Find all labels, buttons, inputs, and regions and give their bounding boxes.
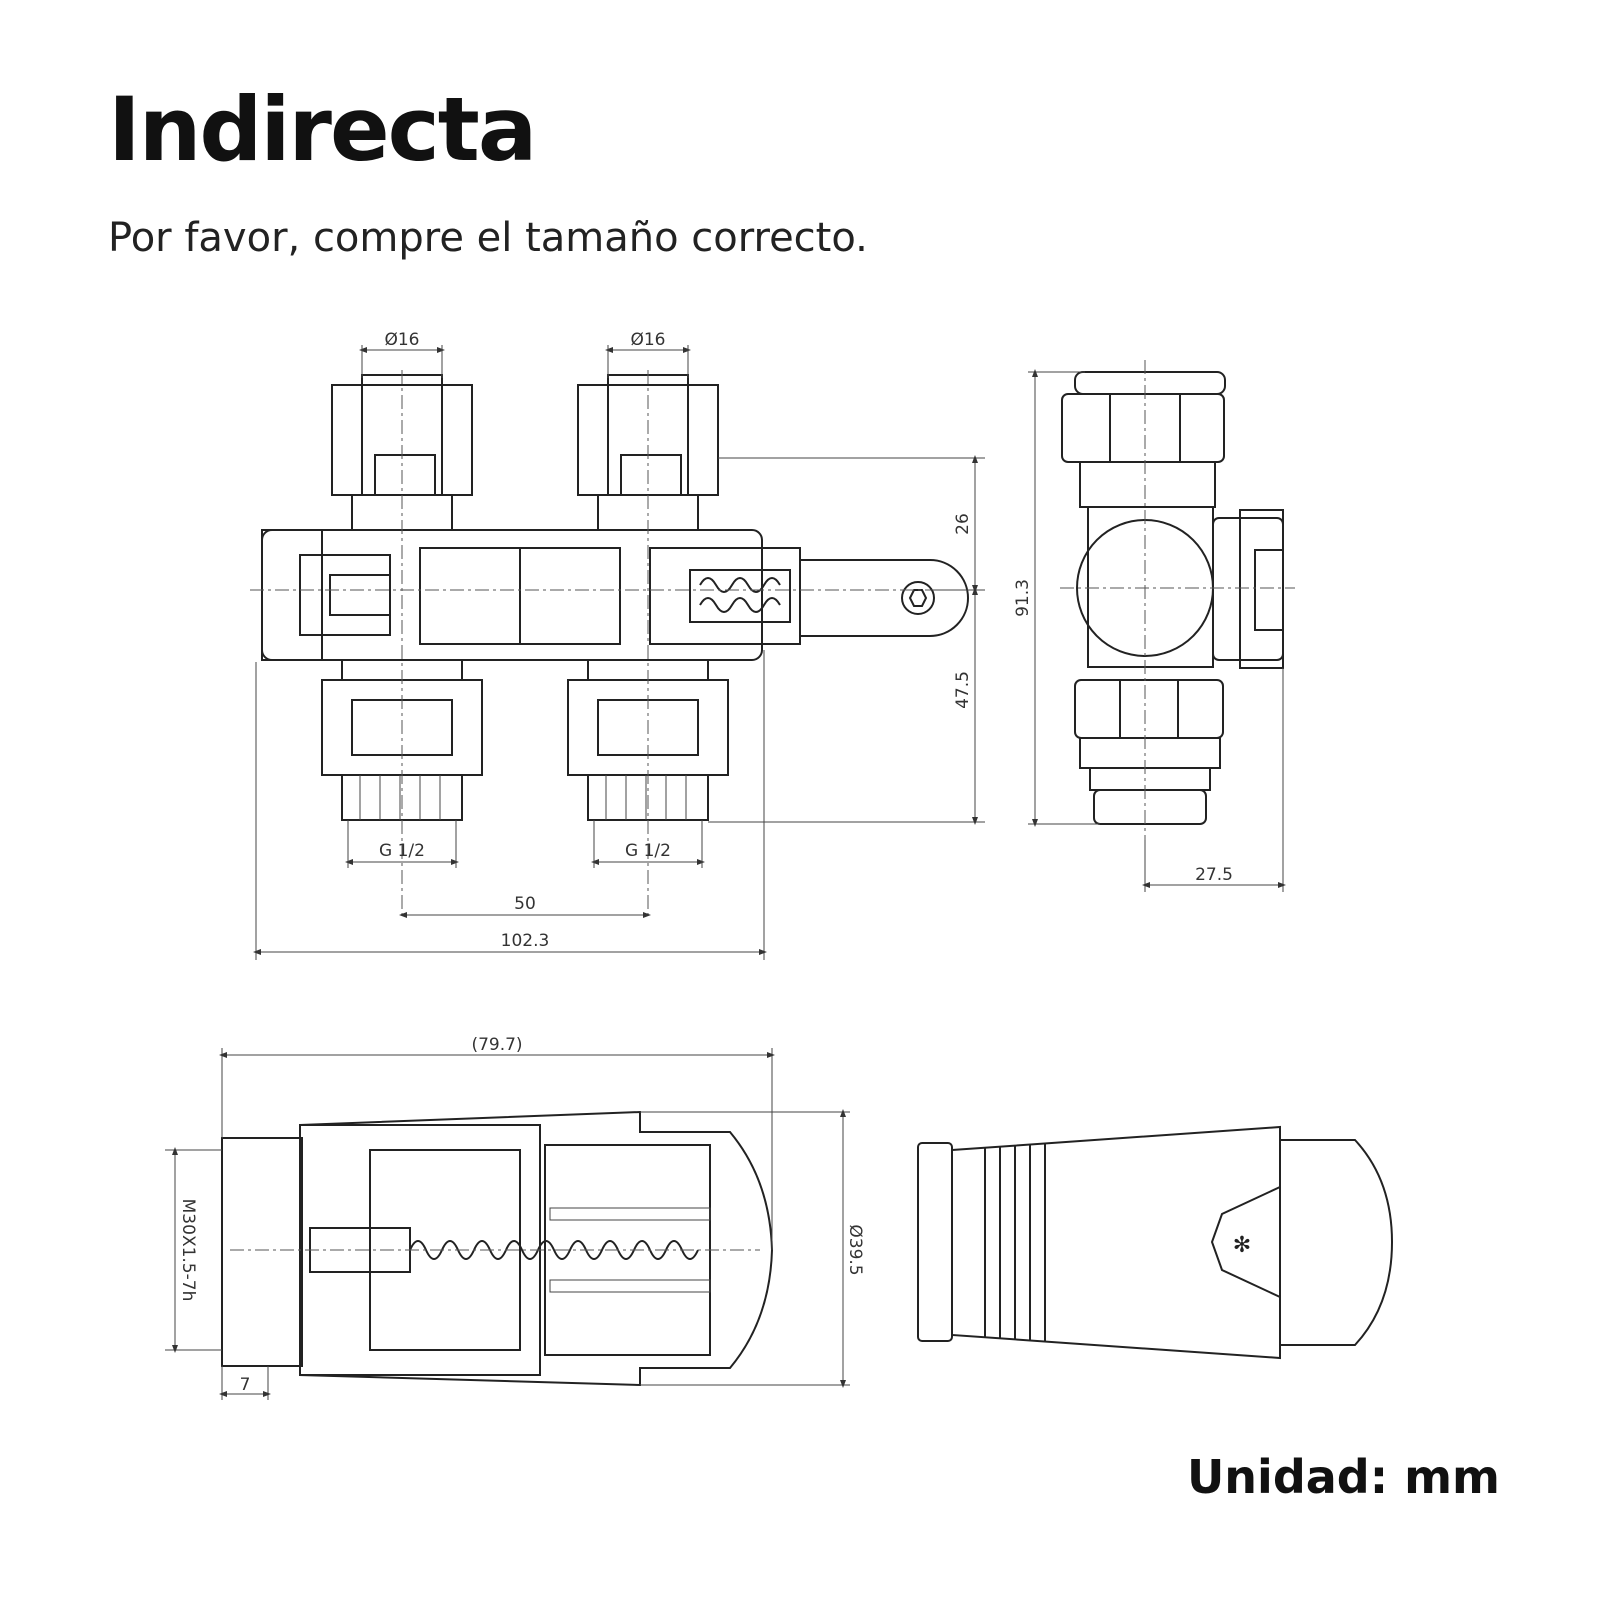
total-height-label: 91.3: [1013, 579, 1033, 617]
thermostat-head-exterior: ✻: [917, 1125, 1394, 1360]
valve-side-view: [1060, 360, 1295, 840]
front-view-dimensions: Ø16 Ø16 26 47.5 G 1/2 G 1/2 50 102.3: [253, 330, 985, 960]
page-title: Indirecta: [108, 78, 537, 181]
valve-front-view: [250, 370, 969, 920]
pipe-diameter-left-label: Ø16: [384, 330, 419, 350]
snowflake-icon: ✻: [1233, 1233, 1251, 1258]
thread-right-label: G 1/2: [625, 841, 671, 861]
side-depth-label: 27.5: [1195, 865, 1233, 885]
page-subtitle: Por favor, compre el tamaño correcto.: [108, 215, 868, 261]
pipe-diameter-right-label: Ø16: [630, 330, 665, 350]
thread-left-label: G 1/2: [379, 841, 425, 861]
head-length-label: (79.7): [471, 1035, 522, 1055]
center-distance-label: 50: [514, 894, 536, 914]
head-thread-label: M30X1.5-7h: [178, 1199, 198, 1302]
side-view-dimensions: 91.3 27.5: [1013, 369, 1286, 892]
head-diameter-label: Ø39.5: [845, 1224, 865, 1275]
height-upper-label: 26: [953, 513, 973, 535]
nut-length-label: 7: [240, 1375, 251, 1395]
unit-label: Unidad: mm: [1186, 1450, 1500, 1504]
thermostat-head-section: [221, 1110, 774, 1387]
total-width-label: 102.3: [501, 931, 550, 951]
head-section-dimensions: (79.7) M30X1.5-7h Ø39.5 7: [165, 1035, 865, 1400]
height-lower-label: 47.5: [953, 671, 973, 709]
